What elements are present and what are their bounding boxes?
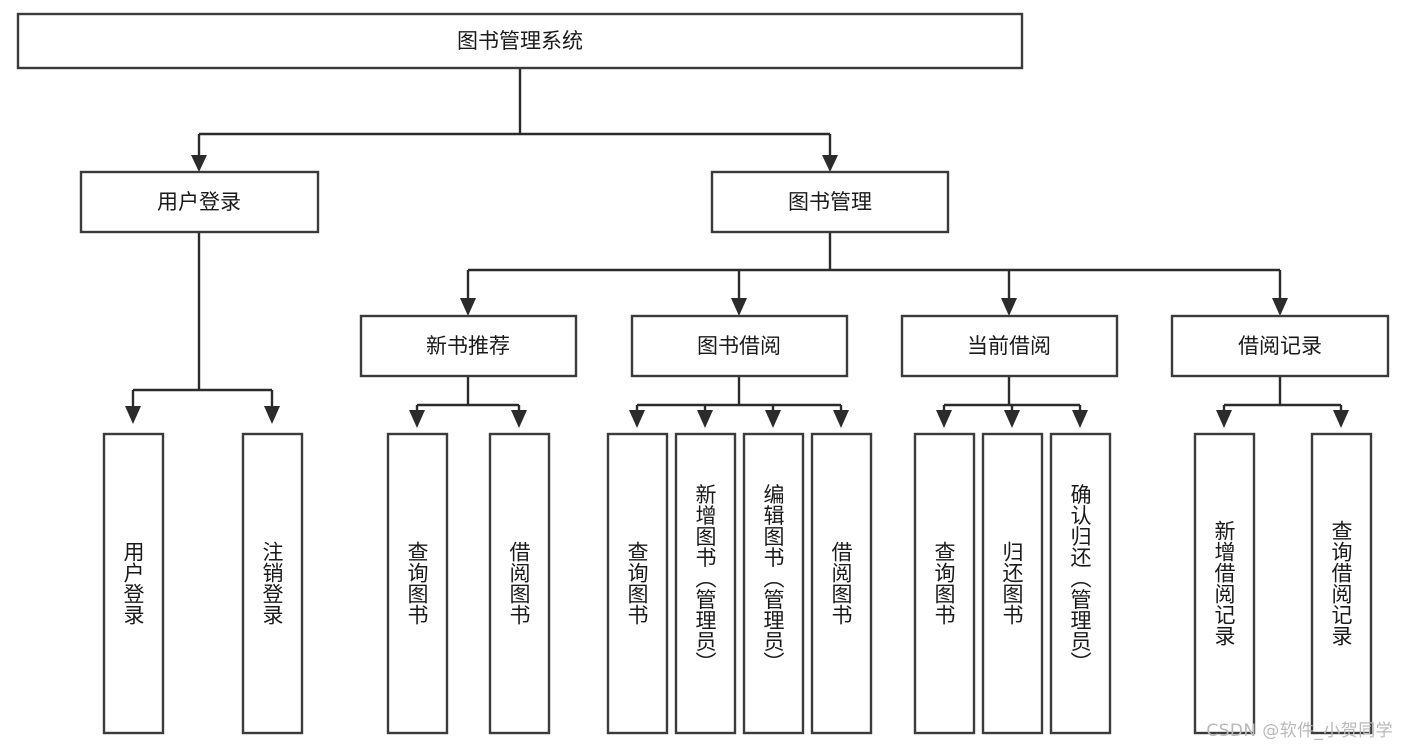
arrow-book-manage (822, 155, 838, 172)
connector-layer (125, 68, 1349, 428)
leaf-node[interactable]: 确认归还（管理员） (1049, 432, 1112, 735)
node-book-manage-box[interactable] (710, 170, 950, 234)
node-user-login[interactable]: 用户登录 (79, 170, 320, 234)
leaf-node[interactable]: 编辑图书（管理员） (742, 432, 805, 735)
leaf-edit-book-label: 编辑图书（管理员） (761, 484, 785, 673)
arrow-new-book-recommend (460, 298, 476, 316)
node-user-login-label: 用户登录 (157, 190, 241, 214)
arrow-current-borrow (1001, 298, 1017, 316)
node-new-book-recommend-label: 新书推荐 (426, 334, 510, 358)
leaf-query-borrow-record-label: 查询借阅记录 (1329, 520, 1353, 646)
leaf-return-book-box[interactable] (981, 432, 1044, 735)
node-user-login-box[interactable] (79, 170, 320, 234)
node-current-borrow-box[interactable] (900, 314, 1119, 378)
leaf-confirm-return-label: 确认归还（管理员） (1068, 484, 1092, 673)
arrow-leaf-user-login (125, 406, 141, 424)
leaf-borrow-book-box[interactable] (810, 432, 873, 735)
leaf-node[interactable]: 注销登录 (241, 432, 304, 735)
arrow-leaf-query-record (1333, 410, 1349, 428)
leaf-query-book-recommend-box[interactable] (386, 432, 449, 735)
leaf-query-book-current-label: 查询图书 (932, 541, 956, 625)
leaf-node[interactable]: 查询图书 (386, 432, 449, 735)
node-new-book-recommend-box[interactable] (359, 314, 578, 378)
node-current-borrow[interactable]: 当前借阅 (900, 314, 1119, 378)
leaf-user-login-label: 用户登录 (121, 541, 145, 625)
leaf-borrow-book-recommend-label: 借阅图书 (507, 541, 531, 625)
leaf-logout-login-label: 注销登录 (260, 541, 284, 625)
leaf-borrow-book-recommend-box[interactable] (488, 432, 551, 735)
leaf-query-book-borrow-box[interactable] (606, 432, 669, 735)
node-root-label: 图书管理系统 (457, 29, 583, 53)
arrow-borrow-record (1272, 298, 1288, 316)
leaf-add-book-label: 新增图书（管理员） (693, 484, 717, 673)
leaf-node[interactable]: 归还图书 (981, 432, 1044, 735)
leaf-confirm-return-box[interactable] (1049, 432, 1112, 735)
arrow-leaf-add-book (697, 410, 713, 428)
leaf-edit-book-box[interactable] (742, 432, 805, 735)
node-borrow-record-label: 借阅记录 (1238, 334, 1322, 358)
arrow-leaf-borrow-book-1 (511, 410, 527, 428)
arrow-leaf-logout-login (264, 406, 280, 424)
node-book-manage-label: 图书管理 (788, 190, 872, 214)
leaf-node[interactable]: 新增图书（管理员） (674, 432, 737, 735)
leaf-logout-login-box[interactable] (241, 432, 304, 735)
leaf-query-book-recommend-label: 查询图书 (405, 541, 429, 625)
leaf-borrow-book-label: 借阅图书 (829, 541, 853, 625)
node-root-system[interactable]: 图书管理系统 (16, 12, 1024, 70)
node-current-borrow-label: 当前借阅 (967, 334, 1051, 358)
leaf-query-book-borrow-label: 查询图书 (625, 541, 649, 625)
leaf-node[interactable]: 查询借阅记录 (1310, 432, 1373, 735)
leaf-node[interactable]: 借阅图书 (488, 432, 551, 735)
node-borrow-record-box[interactable] (1170, 314, 1390, 378)
leaf-user-login-box[interactable] (102, 432, 165, 735)
leaf-node[interactable]: 用户登录 (102, 432, 165, 735)
node-new-book-recommend[interactable]: 新书推荐 (359, 314, 578, 378)
arrow-leaf-borrow-book-2 (833, 410, 849, 428)
arrow-book-borrow (731, 298, 747, 316)
node-book-borrow-label: 图书借阅 (697, 334, 781, 358)
arrow-leaf-query-book-1 (409, 410, 425, 428)
leaf-add-borrow-record-box[interactable] (1193, 432, 1256, 735)
arrow-leaf-return-book (1004, 410, 1020, 428)
arrow-leaf-query-book-2 (629, 410, 645, 428)
arrow-leaf-edit-book (765, 410, 781, 428)
leaf-add-borrow-record-label: 新增借阅记录 (1212, 520, 1236, 646)
node-book-borrow[interactable]: 图书借阅 (630, 314, 849, 378)
leaf-query-borrow-record-box[interactable] (1310, 432, 1373, 735)
leaf-return-book-label: 归还图书 (1000, 541, 1024, 625)
leaf-query-book-current-box[interactable] (913, 432, 976, 735)
leaf-node[interactable]: 借阅图书 (810, 432, 873, 735)
node-book-borrow-box[interactable] (630, 314, 849, 378)
arrow-user-login (191, 155, 207, 172)
leaf-node[interactable]: 查询图书 (606, 432, 669, 735)
arrow-leaf-confirm-return (1072, 410, 1088, 428)
arrow-leaf-add-record (1216, 410, 1232, 428)
leaf-add-book-box[interactable] (674, 432, 737, 735)
leaf-node[interactable]: 新增借阅记录 (1193, 432, 1256, 735)
arrow-leaf-query-book-3 (936, 410, 952, 428)
leaf-node[interactable]: 查询图书 (913, 432, 976, 735)
node-book-manage[interactable]: 图书管理 (710, 170, 950, 234)
node-borrow-record[interactable]: 借阅记录 (1170, 314, 1390, 378)
node-root-box[interactable] (16, 12, 1024, 70)
